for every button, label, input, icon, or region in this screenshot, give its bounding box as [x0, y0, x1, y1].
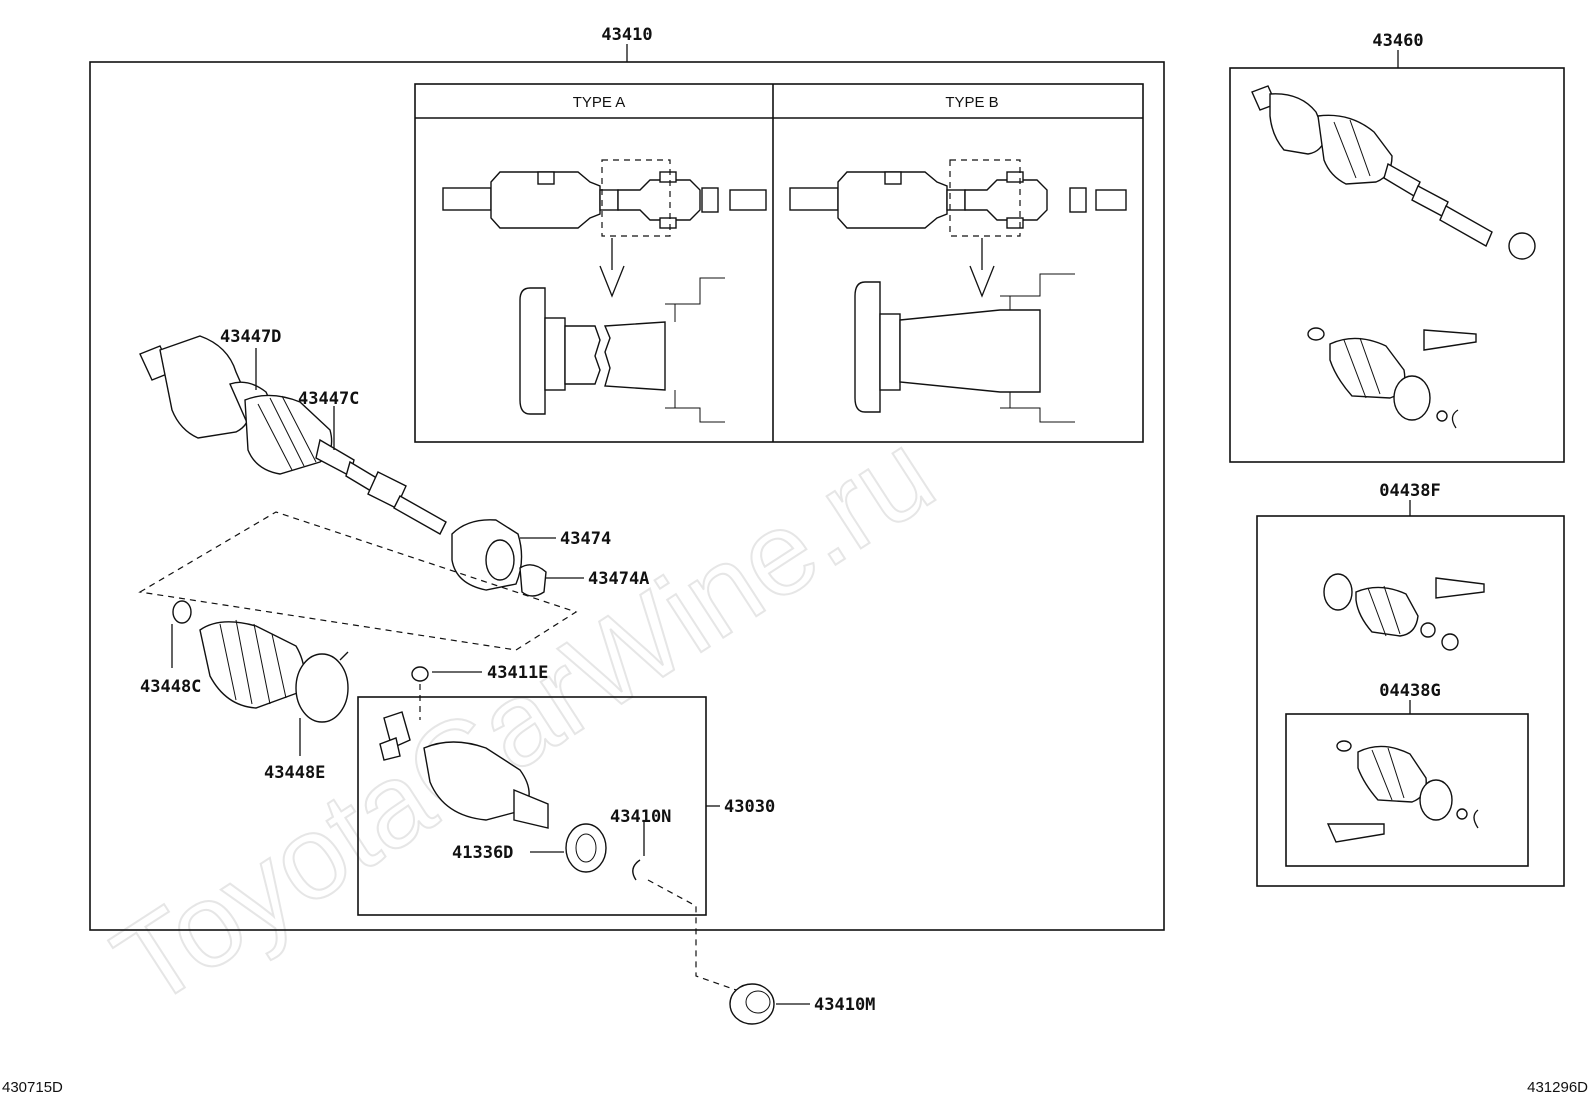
- label-43474[interactable]: 43474: [560, 529, 611, 549]
- label-41336D[interactable]: 41336D: [452, 843, 513, 863]
- outer-boot-illustration: [172, 600, 349, 723]
- main-assembly-group: 43410: [89, 25, 1165, 931]
- inner-dust-seal-illustration: [647, 879, 775, 1025]
- label-43448E[interactable]: 43448E: [264, 763, 325, 783]
- label-04438F[interactable]: 04438F: [1379, 481, 1440, 501]
- footer-left-code: 430715D: [2, 1079, 63, 1096]
- boot-kit-inner-group: 04438G: [1285, 681, 1529, 867]
- label-43410N[interactable]: 43410N: [610, 807, 671, 827]
- label-43447C[interactable]: 43447C: [298, 389, 359, 409]
- label-43410M[interactable]: 43410M: [814, 995, 875, 1015]
- shaft-assembly-right-frame: [1229, 67, 1565, 463]
- boot-kit-outer-group: 04438F: [1256, 481, 1565, 887]
- inner-joint-assembly-group: [357, 666, 707, 916]
- outer-drive-shaft-illustration: [139, 335, 447, 535]
- label-43411E[interactable]: 43411E: [487, 663, 548, 683]
- footer-right-code: 431296D: [1527, 1079, 1588, 1096]
- label-43474A[interactable]: 43474A: [588, 569, 649, 589]
- label-04438G[interactable]: 04438G: [1379, 681, 1440, 701]
- type-b-heading: TYPE B: [945, 94, 998, 111]
- type-a-detail-illustration: [519, 277, 725, 423]
- type-comparison-table: TYPE A TYPE B: [414, 83, 1144, 443]
- type-a-shaft-illustration: [442, 159, 767, 298]
- damper-illustration: [451, 519, 547, 597]
- type-b-detail-illustration: [854, 273, 1075, 423]
- label-43410[interactable]: 43410: [601, 25, 652, 45]
- leader-lines: [171, 348, 810, 1005]
- label-43448C[interactable]: 43448C: [140, 677, 201, 697]
- type-b-shaft-illustration: [789, 159, 1127, 298]
- type-a-heading: TYPE A: [573, 94, 626, 111]
- label-43447D[interactable]: 43447D: [220, 327, 281, 347]
- watermark-text: ToyotaCarWine.ru: [92, 407, 956, 1032]
- boot-kit-inner-frame: [1285, 713, 1529, 867]
- label-43030[interactable]: 43030: [724, 797, 775, 817]
- label-43460[interactable]: 43460: [1372, 31, 1423, 51]
- shaft-assembly-right-group: 43460: [1229, 31, 1565, 463]
